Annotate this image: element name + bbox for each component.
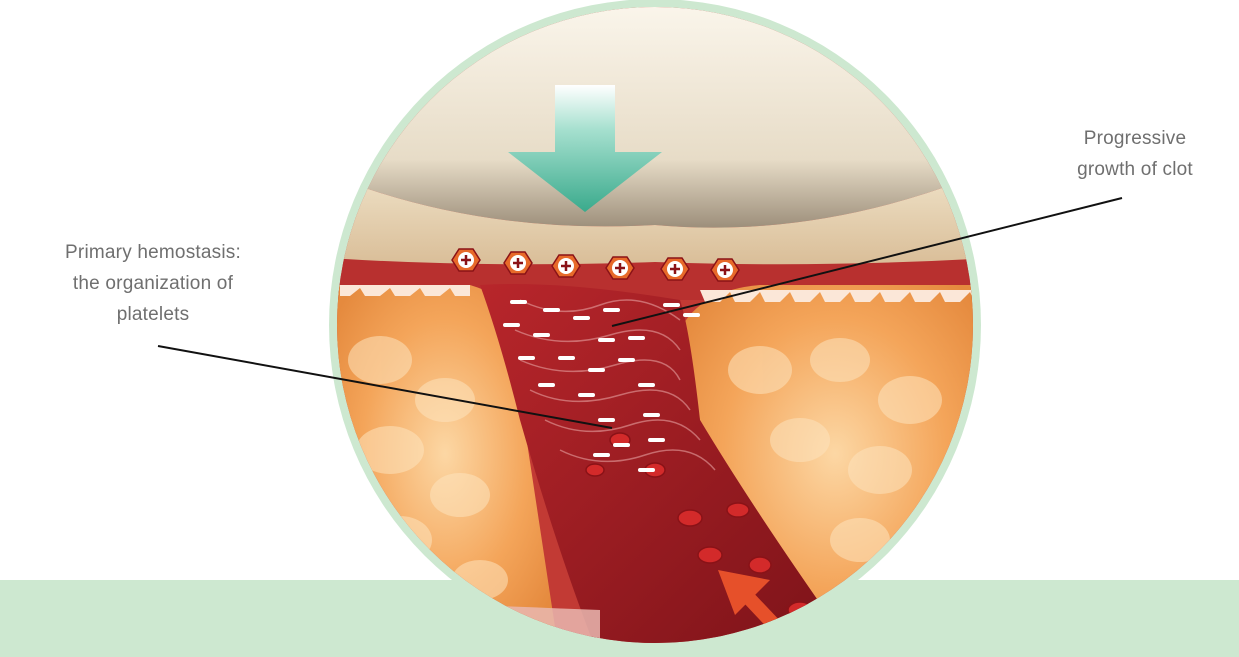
- clot-growth-label-line1: Progressive: [1020, 123, 1239, 154]
- clot-growth-label: Progressive growth of clot: [1020, 123, 1239, 185]
- primary-hemostasis-label: Primary hemostasis: the organization of …: [18, 237, 288, 330]
- clot-growth-label-line2: growth of clot: [1020, 154, 1239, 185]
- primary-hemostasis-label-line3: platelets: [18, 299, 288, 330]
- pressure-object: [330, 0, 990, 228]
- primary-hemostasis-label-line2: the organization of: [18, 268, 288, 299]
- primary-hemostasis-label-line1: Primary hemostasis:: [18, 237, 288, 268]
